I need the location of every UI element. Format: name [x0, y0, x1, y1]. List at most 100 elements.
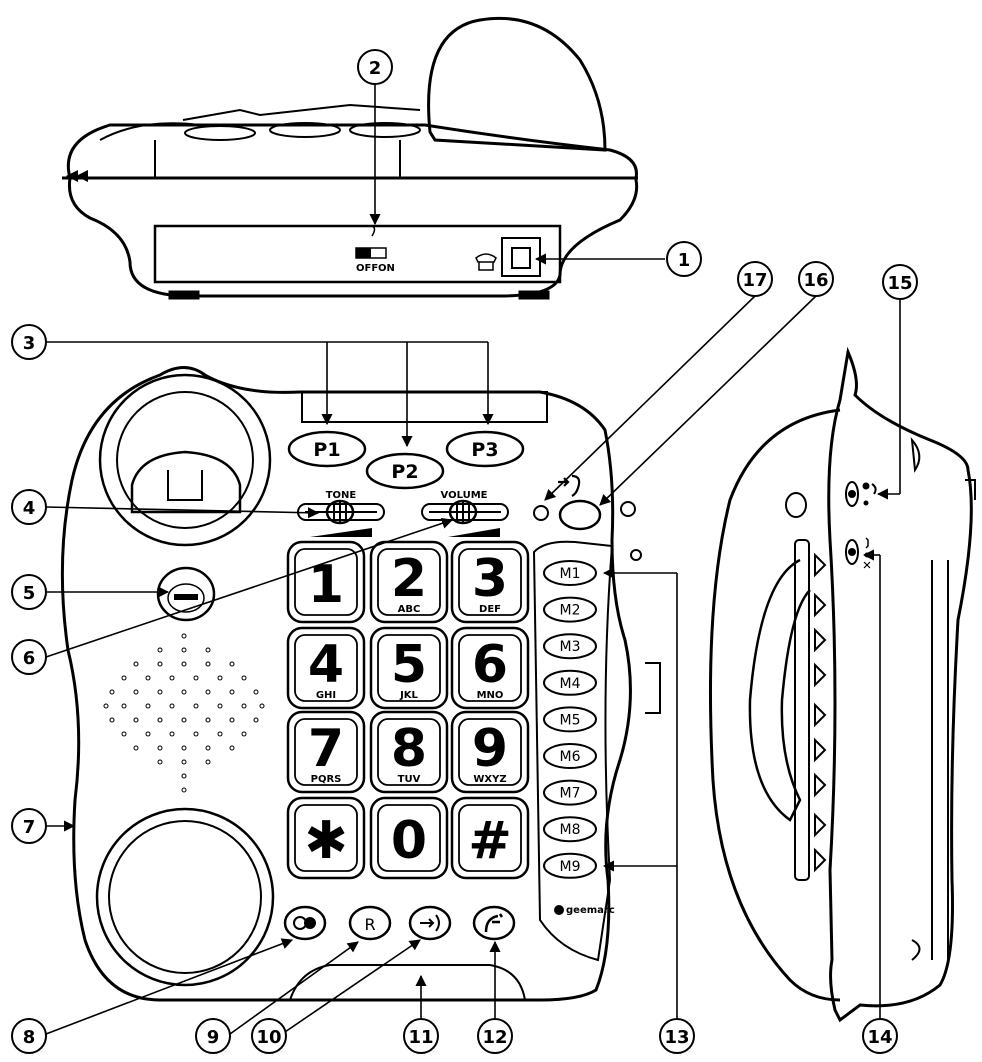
handset-cradle — [98, 373, 272, 547]
key-letters: DEF — [479, 604, 501, 615]
handsfree-button[interactable] — [283, 905, 327, 941]
memory-key-label: M7 — [560, 786, 581, 802]
callout-7: 7 — [11, 808, 47, 844]
memory-key-3[interactable]: M3 — [543, 633, 597, 660]
handset-icon — [484, 913, 504, 933]
memory-key-label: M9 — [560, 859, 581, 875]
ring-indicator-led — [533, 505, 549, 521]
tone-slider[interactable] — [297, 499, 385, 537]
callout-5: 5 — [11, 574, 47, 610]
svg-text:2: 2 — [369, 58, 382, 79]
key-digit: 5 — [391, 635, 427, 695]
memory-key-label: M5 — [560, 712, 581, 728]
brand-logo: geemarc — [554, 905, 615, 916]
volume-label: VOLUME — [441, 490, 488, 501]
p-keys[interactable] — [287, 430, 525, 490]
callout-13: 13 — [659, 1018, 695, 1054]
side-switch-lower[interactable] — [845, 537, 871, 569]
redial-button[interactable] — [408, 905, 452, 941]
speaker-grille — [103, 633, 265, 793]
callout-10: 10 — [251, 1018, 287, 1054]
svg-text:4: 4 — [23, 498, 36, 519]
rear-panel — [153, 224, 562, 284]
memory-key-label: M2 — [560, 603, 581, 619]
key-12[interactable]: # — [450, 796, 530, 880]
tone-label: TONE — [326, 490, 357, 501]
key-digit: 7 — [308, 719, 344, 779]
large-speaker-ring — [95, 807, 275, 987]
side-switch-upper[interactable] — [845, 481, 877, 507]
key-digit: # — [468, 811, 512, 871]
svg-text:16: 16 — [803, 270, 828, 291]
svg-text:5: 5 — [23, 583, 36, 604]
key-letters: JKL — [399, 690, 418, 701]
key-digit: 0 — [391, 811, 427, 871]
memory-key-label: M3 — [560, 639, 581, 655]
leader-lines — [45, 84, 901, 1035]
memory-key-6[interactable]: M6 — [543, 743, 597, 769]
memory-panel — [532, 540, 614, 962]
key-letters: GHI — [316, 690, 336, 701]
side-view — [708, 346, 976, 1023]
recall-label: R — [364, 915, 375, 934]
key-letters: ABC — [398, 604, 421, 615]
memory-key-5[interactable]: M5 — [543, 706, 597, 733]
memory-key-label: M8 — [560, 822, 581, 838]
p2-key — [365, 452, 445, 490]
memory-key-9[interactable]: M9 — [543, 852, 597, 879]
switch-on-label: ON — [378, 263, 395, 274]
hangup-button[interactable] — [472, 905, 516, 941]
callout-14: 14 — [862, 1018, 898, 1054]
p1-label: P1 — [313, 439, 340, 461]
p3-label: P3 — [471, 439, 498, 461]
callout-15: 15 — [882, 264, 918, 300]
key-digit: ✱ — [304, 811, 348, 871]
memory-key-8[interactable]: M8 — [543, 816, 597, 843]
side-key-bumps — [785, 492, 827, 881]
memory-key-1[interactable]: M1 — [543, 560, 597, 586]
memory-key-4[interactable]: M4 — [543, 669, 597, 696]
memory-key-7[interactable]: M7 — [543, 779, 597, 806]
callout-11: 11 — [403, 1018, 439, 1054]
svg-text:17: 17 — [742, 270, 767, 291]
hook-switch — [156, 566, 216, 622]
rear-body-outline — [66, 123, 639, 298]
key-digit: 3 — [472, 549, 508, 609]
svg-text:6: 6 — [23, 648, 36, 669]
svg-text:1: 1 — [678, 250, 691, 271]
key-11[interactable]: 0 — [369, 796, 449, 880]
callout-1: 1 — [666, 241, 702, 277]
callout-3: 3 — [11, 324, 47, 360]
label-window — [301, 391, 548, 423]
volume-slider[interactable] — [421, 499, 509, 537]
svg-text:11: 11 — [408, 1027, 433, 1048]
phone-icon — [475, 253, 497, 271]
memory-key-label: M1 — [560, 566, 581, 582]
callout-17: 17 — [737, 261, 773, 297]
key-10[interactable]: ✱ — [286, 796, 366, 880]
p2-label: P2 — [391, 461, 418, 483]
svg-text:3: 3 — [23, 333, 36, 354]
memory-key-2[interactable]: M2 — [543, 596, 597, 623]
p3-key — [445, 430, 525, 468]
callout-9: 9 — [195, 1018, 231, 1054]
callout-16: 16 — [798, 261, 834, 297]
key-digit: 2 — [391, 549, 427, 609]
key-1[interactable]: 1 — [286, 540, 366, 624]
callout-12: 12 — [477, 1018, 513, 1054]
line-socket — [475, 237, 541, 277]
boost-button[interactable] — [558, 499, 602, 531]
callout-2: 2 — [357, 49, 393, 85]
recall-button[interactable] — [348, 905, 392, 941]
key-digit: 4 — [308, 635, 344, 695]
